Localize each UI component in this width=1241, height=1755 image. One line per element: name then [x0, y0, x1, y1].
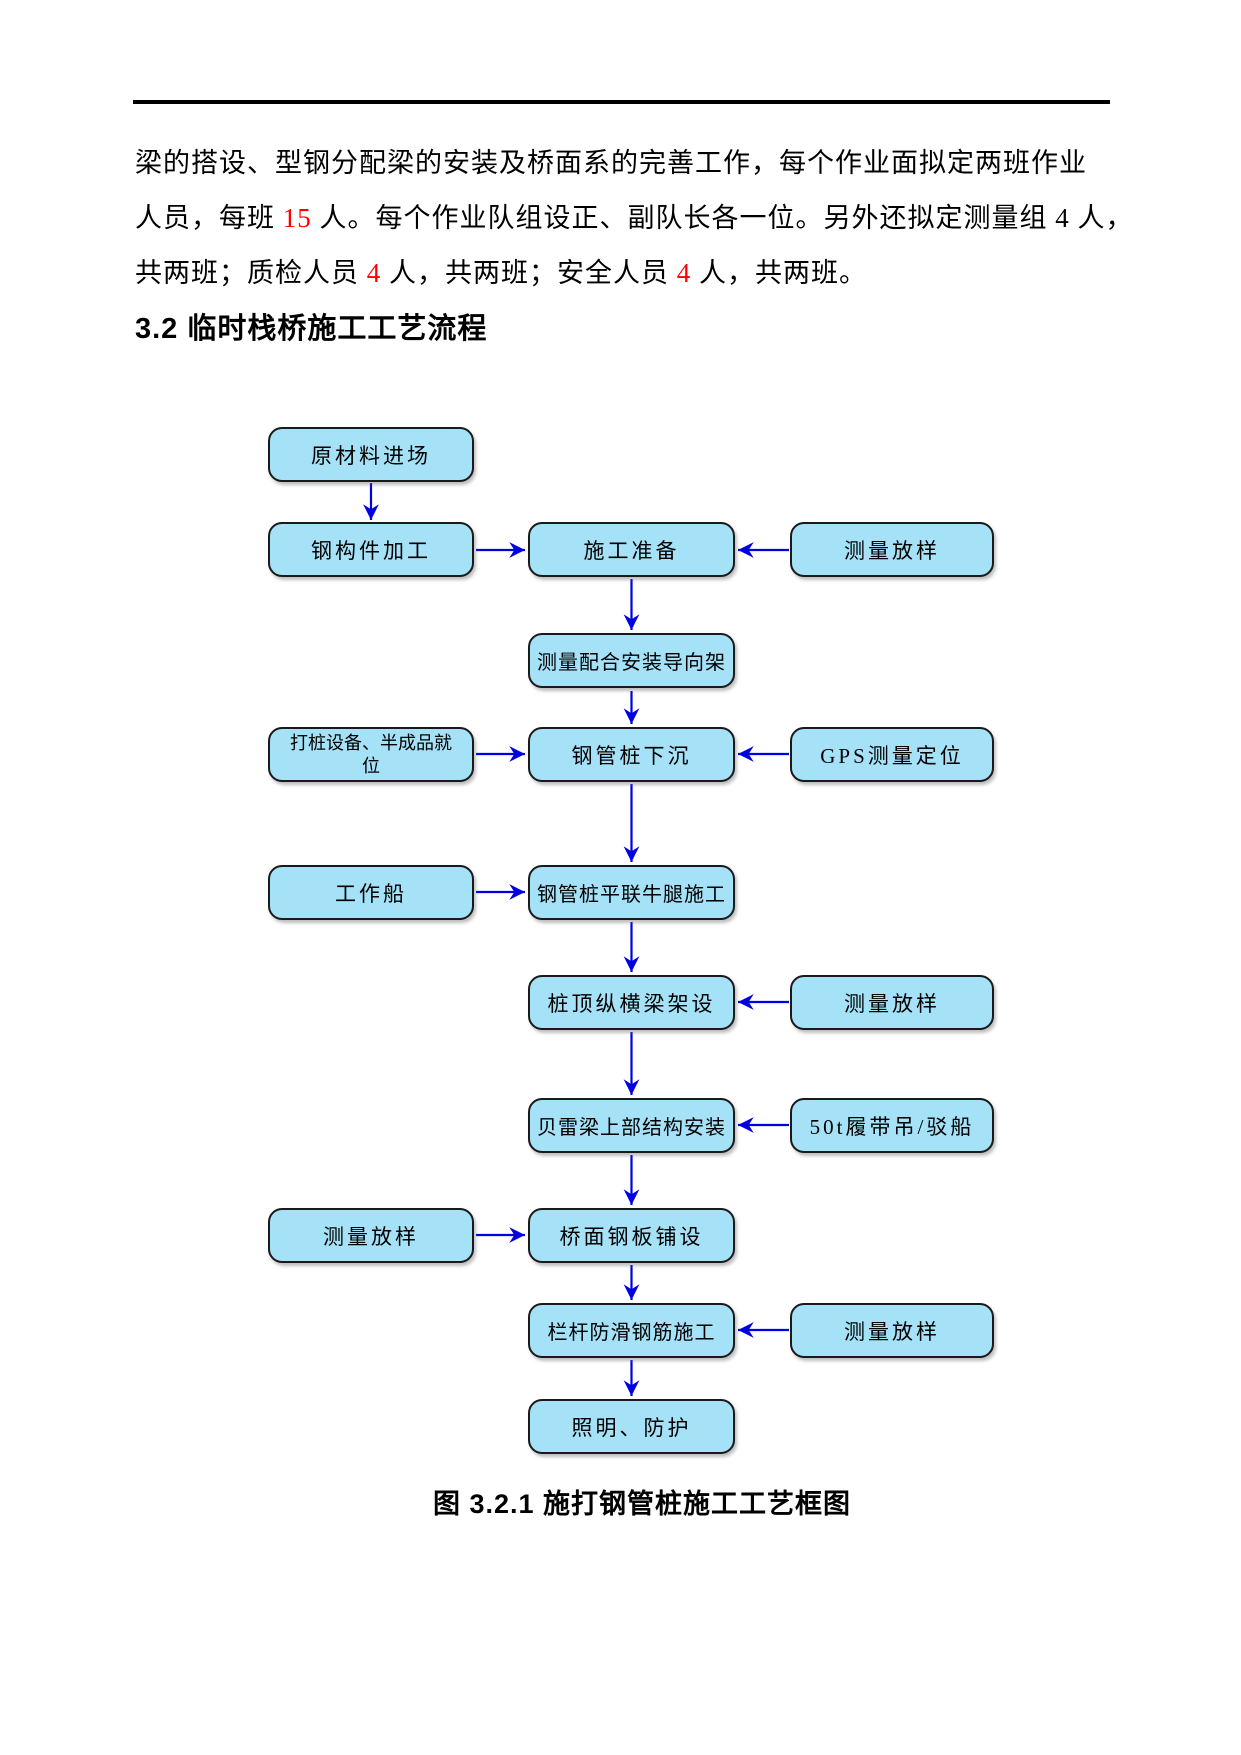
- text-run: 梁的搭设、型钢分配梁的安装及桥面系的完善工作，每个作业面拟定两班作业: [135, 148, 1087, 178]
- figure-caption: 图 3.2.1 施打钢管桩施工工艺框图: [432, 1489, 852, 1519]
- survey-layout-node-4: 测量放样: [790, 1303, 994, 1358]
- survey-layout-node-2: 测量放样: [790, 975, 994, 1030]
- work-boat-node: 工作船: [268, 865, 474, 920]
- steel-component-processing-node: 钢构件加工: [268, 522, 474, 577]
- deck-plate-laying-node: 桥面钢板铺设: [528, 1208, 735, 1263]
- text-run: 共两班；质检人员: [135, 258, 367, 288]
- guide-frame-installation-node: 测量配合安装导向架: [528, 633, 735, 688]
- section-heading: 3.2 临时栈桥施工工艺流程: [135, 313, 488, 345]
- paragraph-line-1: 梁的搭设、型钢分配梁的安装及桥面系的完善工作，每个作业面拟定两班作业: [135, 136, 1112, 191]
- survey-layout-node-3: 测量放样: [268, 1208, 474, 1263]
- pile-top-beam-erection-node: 桩顶纵横梁架设: [528, 975, 735, 1030]
- gps-survey-positioning-node: GPS测量定位: [790, 727, 994, 782]
- header-rule: [133, 100, 1110, 104]
- construction-preparation-node: 施工准备: [528, 522, 735, 577]
- survey-layout-node-1: 测量放样: [790, 522, 994, 577]
- pile-bracket-construction-node: 钢管桩平联牛腿施工: [528, 865, 735, 920]
- paragraph-line-3: 共两班；质检人员 4 人，共两班；安全人员 4 人，共两班。: [135, 246, 1112, 301]
- text-run: 人。每个作业队组设正、副队长各一位。另外还拟定测量组 4 人，: [311, 203, 1134, 233]
- text-run: 人，共两班。: [691, 258, 867, 288]
- crawler-crane-barge-node: 50t履带吊/驳船: [790, 1098, 994, 1153]
- red-number: 4: [366, 258, 382, 288]
- red-number: 15: [282, 203, 312, 233]
- text-run: 人员，每班: [135, 203, 283, 233]
- paragraph-line-2: 人员，每班 15 人。每个作业队组设正、副队长各一位。另外还拟定测量组 4 人，: [135, 191, 1133, 246]
- lighting-protection-node: 照明、防护: [528, 1399, 735, 1454]
- text-run: 人，共两班；安全人员: [381, 258, 677, 288]
- red-number: 4: [676, 258, 692, 288]
- body-paragraph: 梁的搭设、型钢分配梁的安装及桥面系的完善工作，每个作业面拟定两班作业 人员，每班…: [135, 136, 1133, 301]
- raw-material-entry-node: 原材料进场: [268, 427, 474, 482]
- railing-rebar-construction-node: 栏杆防滑钢筋施工: [528, 1303, 735, 1358]
- steel-pipe-pile-sinking-node: 钢管桩下沉: [528, 727, 735, 782]
- bailey-beam-installation-node: 贝雷梁上部结构安装: [528, 1098, 735, 1153]
- piling-equipment-ready-node: 打桩设备、半成品就位: [268, 727, 474, 782]
